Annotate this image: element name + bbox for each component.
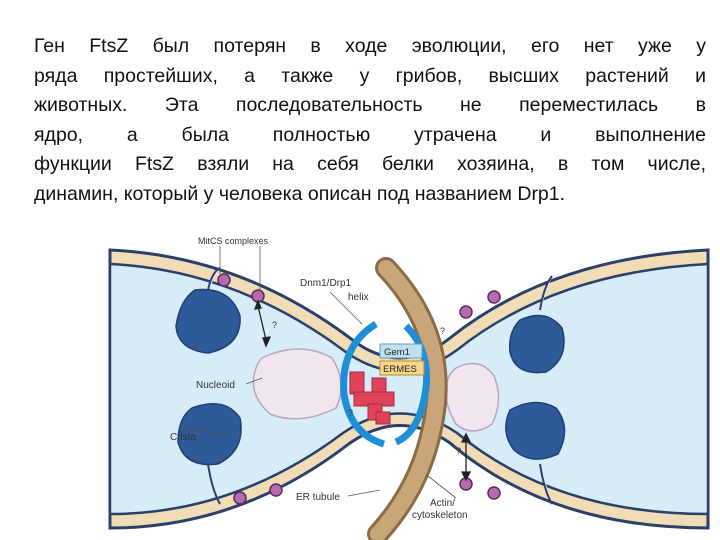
nucleoid xyxy=(252,348,500,432)
svg-text:?: ? xyxy=(440,326,445,336)
mitochondrial-fission-diagram: Gem1 ERMES ? ? ? ? xyxy=(108,236,710,540)
er-tubule-label: ER tubule xyxy=(296,492,340,503)
ermes-tag: ERMES xyxy=(379,360,425,376)
mitcs-label: MitCS complexes xyxy=(198,236,269,246)
helix-label: helix xyxy=(348,292,369,303)
gem1-label: Gem1 xyxy=(384,347,410,358)
cytoskeleton-label: cytoskeleton xyxy=(412,510,468,521)
svg-text:?: ? xyxy=(272,320,277,330)
paragraph-line: ядро, а была полностью утрачена и выполн… xyxy=(34,123,706,146)
er-tubule xyxy=(367,257,448,540)
label-leaders xyxy=(179,246,457,499)
svg-text:?: ? xyxy=(348,408,353,418)
dnm1-helix xyxy=(340,321,431,448)
question-marks: ? ? ? ? xyxy=(272,320,461,456)
paragraph-line: функции FtsZ взяли на себя белки хозяина… xyxy=(34,153,706,176)
svg-text:?: ? xyxy=(456,446,461,456)
actin-label: Actin/ xyxy=(430,498,455,509)
nucleoid-label: Nucleoid xyxy=(196,380,235,391)
paragraph-line: ряда простейших, а также у грибов, высши… xyxy=(34,64,706,87)
dnm1-label: Dnm1/Drp1 xyxy=(300,278,352,289)
paragraph-line: Ген FtsZ был потерян в ходе эволюции, ег… xyxy=(34,35,706,57)
body-paragraph: Ген FtsZ был потерян в ходе эволюции, ег… xyxy=(34,32,706,210)
gem1-tag: Gem1 xyxy=(379,343,423,359)
paragraph-line: динамин, который у человека описан под н… xyxy=(34,182,566,205)
interaction-arrows xyxy=(253,299,472,482)
ermes-complex xyxy=(349,371,395,425)
crista xyxy=(175,288,566,466)
crista-junctions xyxy=(207,267,553,505)
crista-label: Crista xyxy=(170,432,197,443)
ermes-label: ERMES xyxy=(383,364,417,375)
paragraph-line: животных. Эта последовательность не пере… xyxy=(34,94,706,117)
